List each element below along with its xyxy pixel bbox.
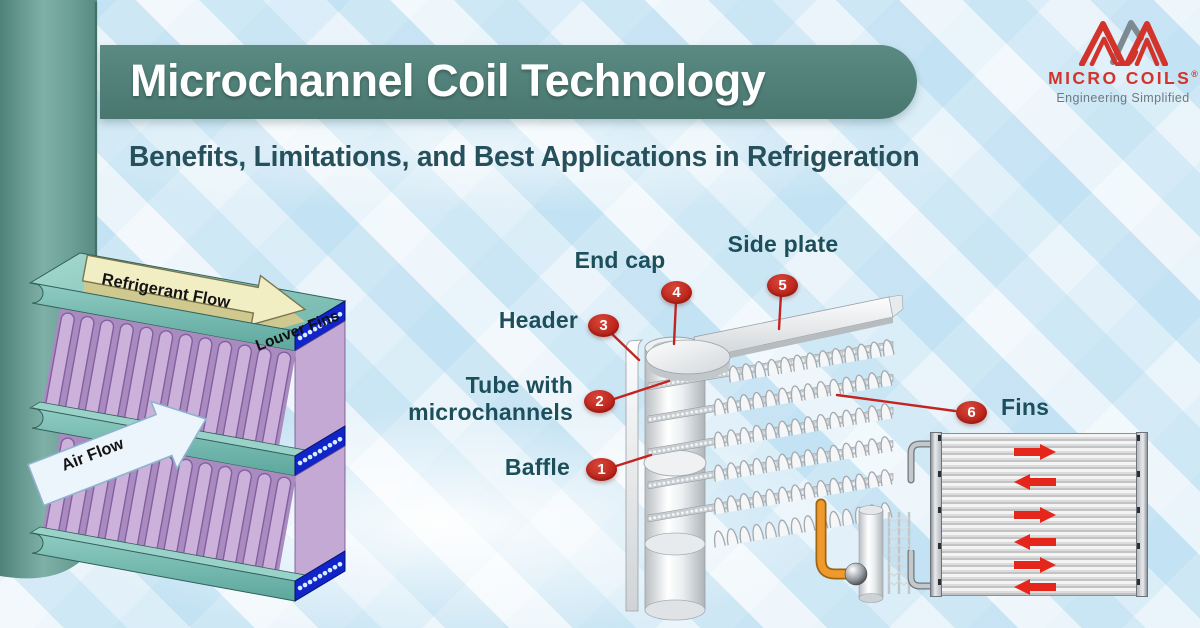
flow-arrow-right-icon — [1012, 557, 1058, 573]
logo-name: MICRO COILS® — [1048, 68, 1198, 89]
part-badge-1: 1 — [586, 458, 617, 481]
header-rim — [644, 532, 706, 556]
flow-arrow-right-icon — [1012, 507, 1058, 523]
flow-arrow-left-icon — [1012, 579, 1058, 595]
left-header-bar — [930, 432, 942, 597]
tube-slab — [31, 282, 296, 352]
part-label-header: Header — [498, 307, 578, 333]
flat-coil-illustration — [907, 432, 1148, 597]
header-bar-ticks — [1137, 435, 1140, 595]
flow-arrow-left-icon — [1012, 474, 1058, 490]
microchannel-coil-3d-illustration: Refrigerant Flow Louver Fins — [27, 252, 347, 602]
part-label-baffle: Baffle — [504, 454, 570, 480]
header-cylinder — [858, 505, 884, 603]
part-label-fins: Fins — [1001, 394, 1050, 420]
flow-arrow-right-icon — [1012, 444, 1058, 460]
part-label-tube-line1: Tube with — [465, 372, 573, 398]
title-banner: Microchannel Coil Technology — [100, 45, 917, 119]
ball-bearing — [844, 562, 868, 586]
part-label-tube-line2: microchannels — [408, 398, 573, 425]
part-badge-3: 3 — [588, 314, 619, 337]
connector-inset-illustration — [815, 498, 911, 603]
end-cap-part — [645, 339, 731, 381]
outlet-pipe — [907, 550, 936, 590]
right-header-bar — [1136, 432, 1148, 597]
logo-m-mark-icon — [1079, 20, 1168, 66]
logo-tagline: Engineering Simplified — [1056, 91, 1190, 105]
brand-logo: MICRO COILS® Engineering Simplified — [1048, 16, 1198, 105]
page-title: Microchannel Coil Technology — [130, 55, 766, 106]
header-back-plate — [625, 339, 644, 612]
flow-arrow-left-icon — [1012, 534, 1058, 550]
part-label-side-plate: Side plate — [727, 231, 839, 257]
part-label-tube: Tube with microchannels — [408, 372, 573, 425]
logo-registered-mark: ® — [1191, 69, 1198, 80]
part-badge-2: 2 — [584, 390, 615, 413]
page-subtitle: Benefits, Limitations, and Best Applicat… — [129, 141, 920, 173]
microchannel-ports — [294, 550, 346, 602]
header-bar-ticks — [938, 435, 941, 595]
exploded-coil-illustration — [625, 295, 904, 621]
part-badge-5: 5 — [767, 274, 798, 297]
inlet-pipe — [907, 440, 936, 484]
part-badge-4: 4 — [661, 281, 692, 304]
logo-name-text: MICRO COILS — [1048, 68, 1192, 88]
part-label-end-cap: End cap — [574, 247, 666, 273]
tube-slab — [31, 532, 296, 602]
elbow-tube-icon — [815, 498, 857, 580]
part-badge-6: 6 — [956, 401, 987, 424]
